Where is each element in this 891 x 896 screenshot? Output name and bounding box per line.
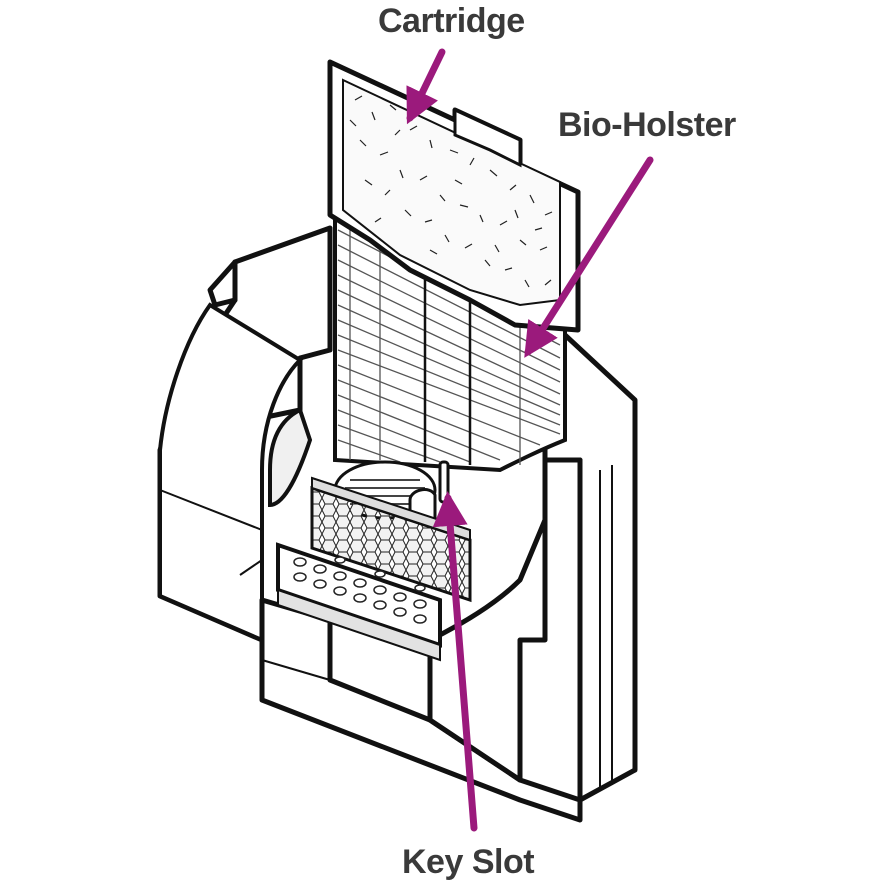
cartridge-arrow [406, 48, 446, 125]
housing-front [259, 517, 583, 823]
housing-left-curve [158, 302, 313, 644]
cartridge [327, 59, 581, 333]
bio-holster-label: Bio-Holster [558, 106, 736, 144]
perforated-tray [276, 542, 442, 662]
key-slot-label: Key Slot [402, 843, 535, 881]
hex-media-tray [310, 476, 472, 603]
bio-holster-arrow [524, 156, 654, 358]
key-slot-arrow [432, 491, 478, 832]
callout-arrows [406, 48, 654, 832]
bio-holster [333, 206, 567, 473]
cartridge-label: Cartridge [378, 2, 525, 40]
